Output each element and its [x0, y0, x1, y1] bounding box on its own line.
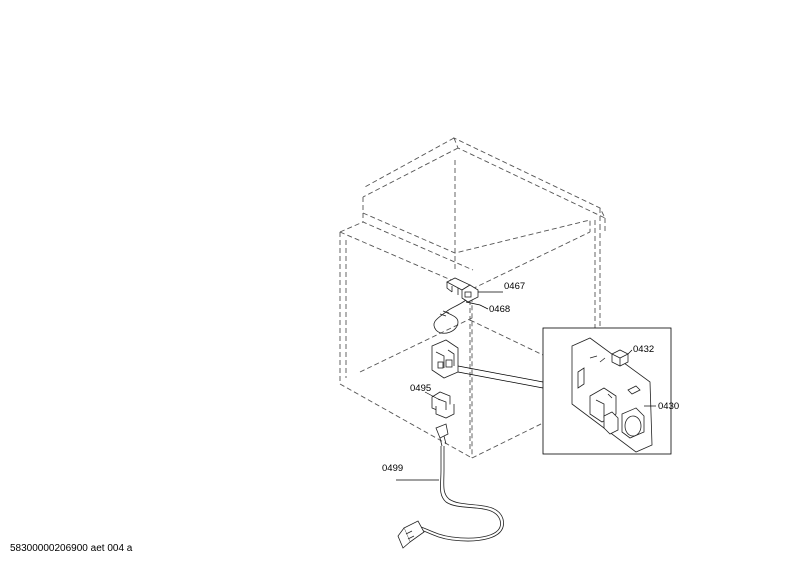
part-0499-power-cable	[397, 423, 504, 549]
leader-lines	[396, 291, 656, 481]
detail-callout	[457, 327, 672, 455]
part-0467-switch-bracket	[446, 277, 479, 303]
label-0432: 0432	[633, 344, 654, 355]
label-0468: 0468	[489, 304, 510, 315]
part-0495-cable-clamp	[431, 391, 455, 419]
label-0499: 0499	[382, 463, 403, 474]
drawing-number-footer: 58300000206900 aet 004 a	[10, 543, 133, 554]
oven-housing-outline	[339, 137, 606, 459]
label-0467: 0467	[504, 281, 525, 292]
part-0468-cable	[433, 299, 467, 334]
part-board-on-housing	[431, 339, 459, 379]
label-0495: 0495	[410, 383, 431, 394]
label-0430: 0430	[658, 401, 679, 412]
